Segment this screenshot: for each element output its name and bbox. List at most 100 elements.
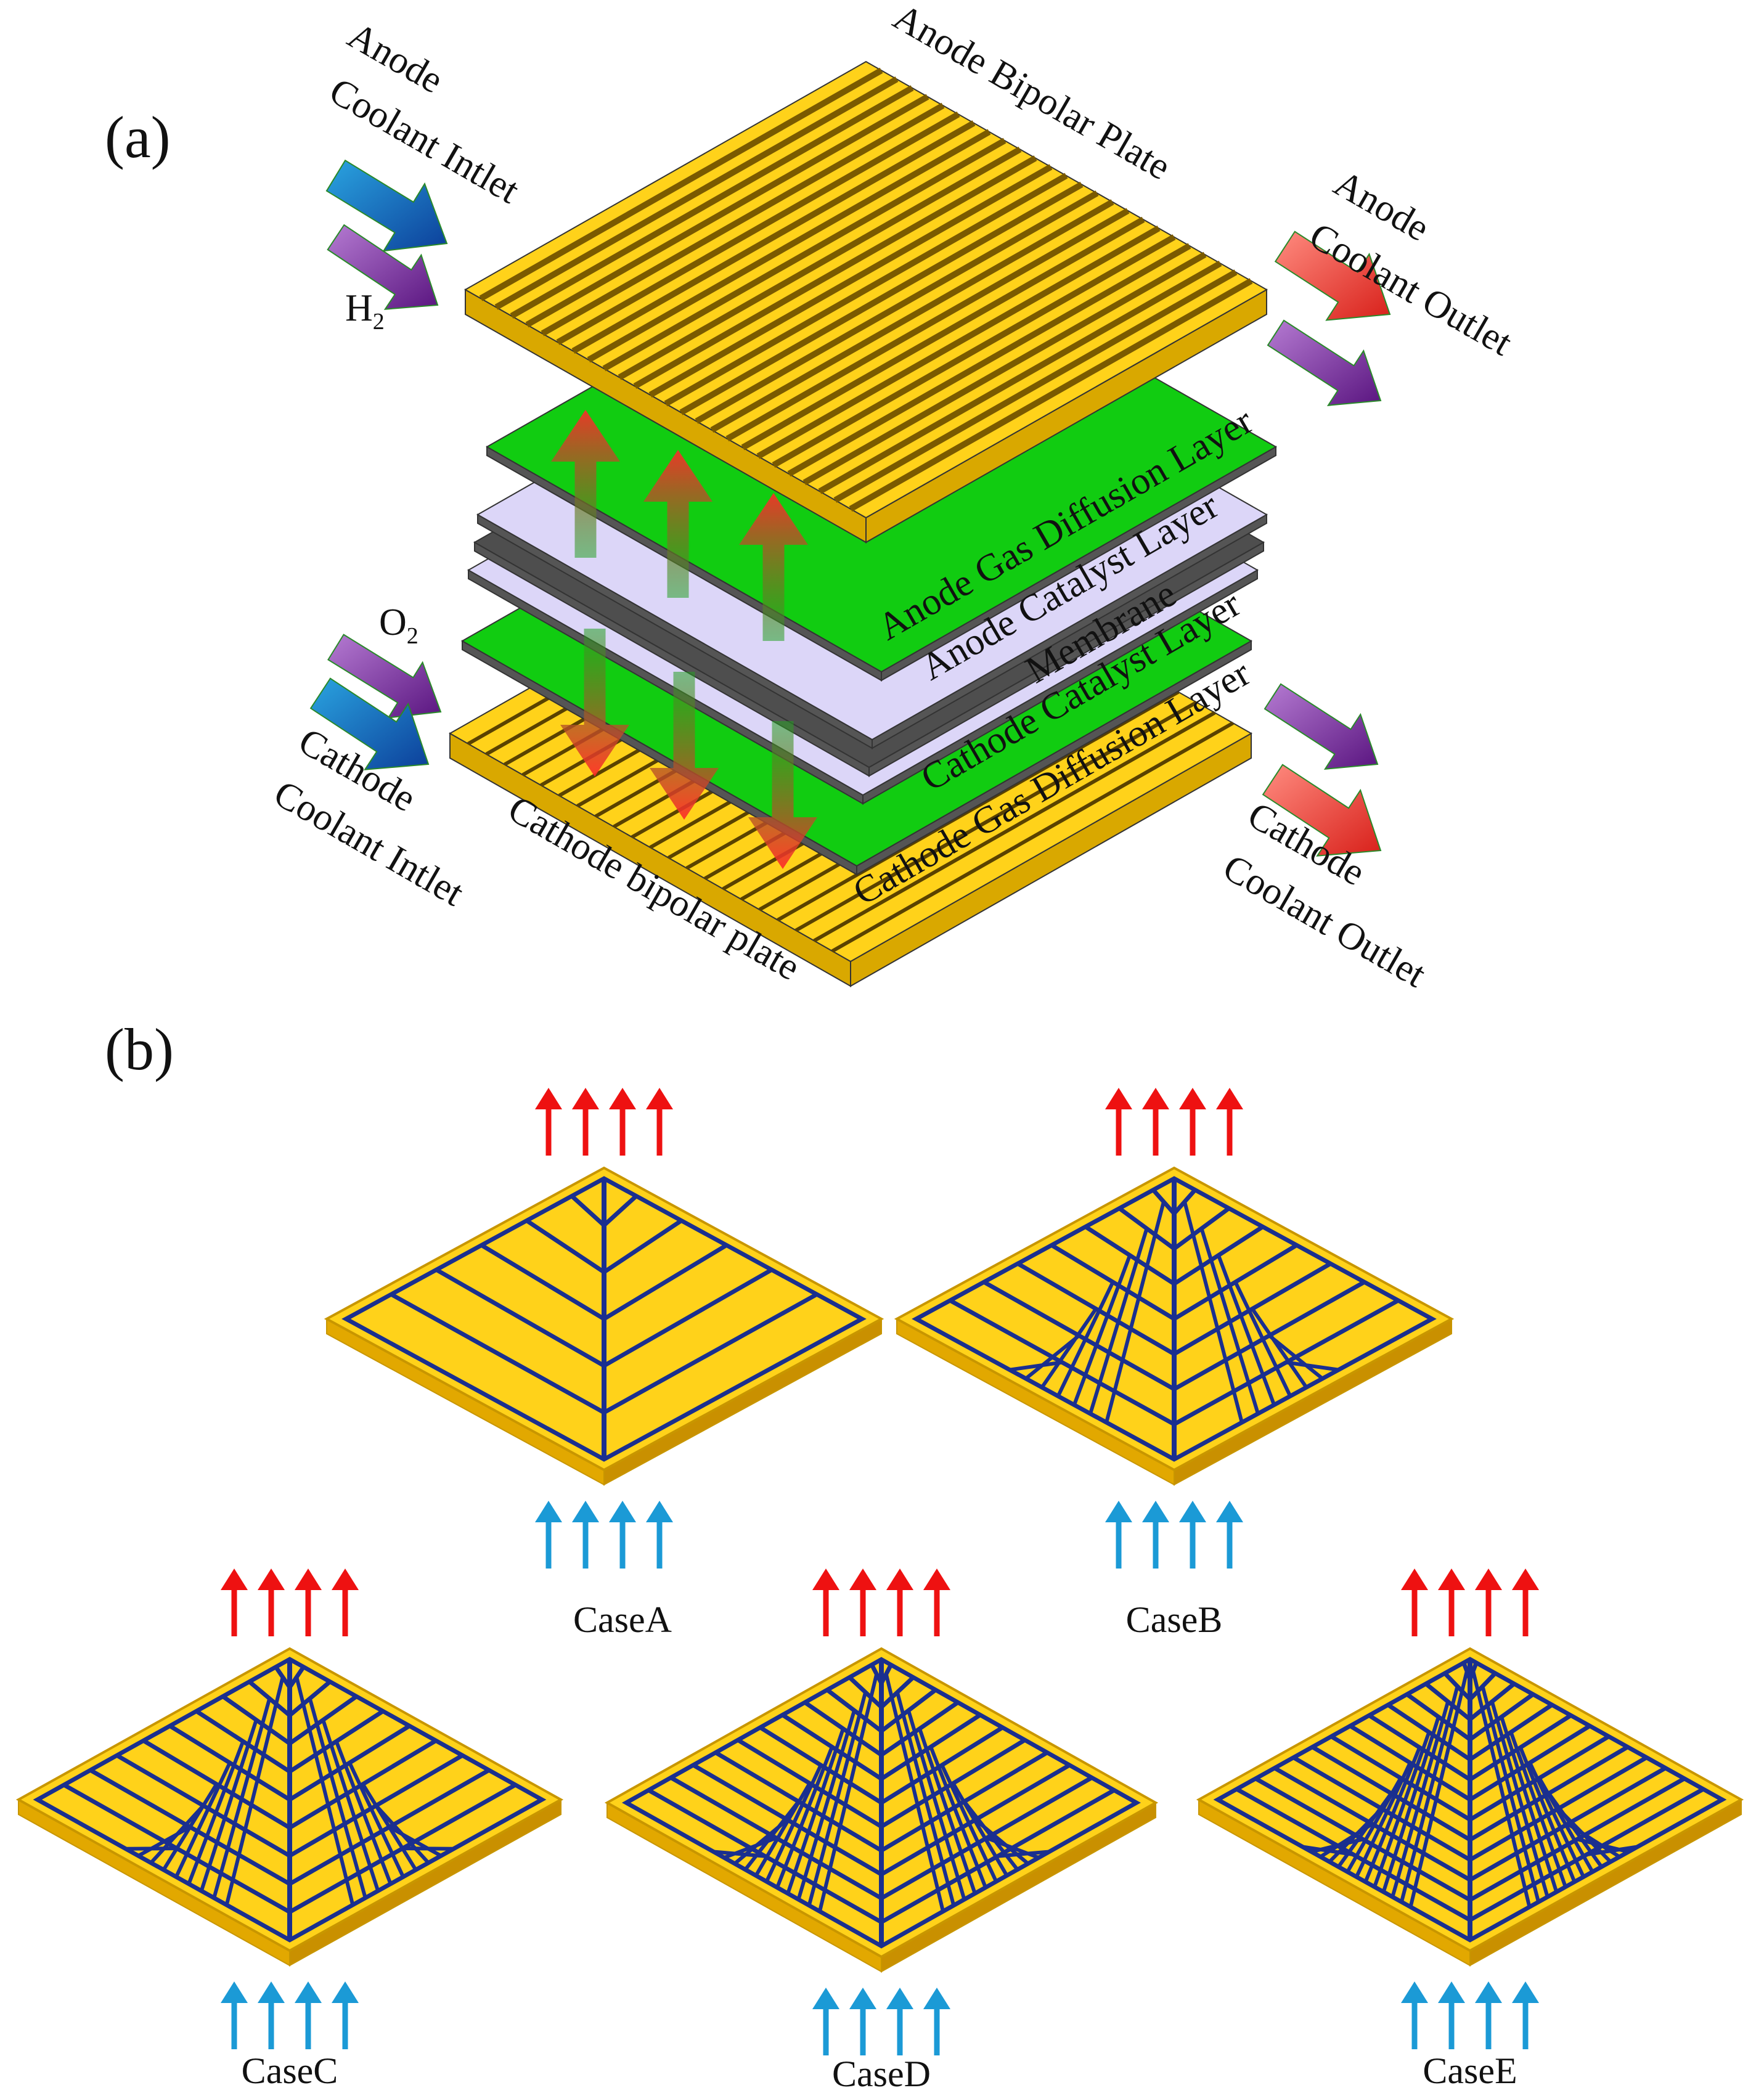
inlet-arrow-head xyxy=(1216,1501,1243,1522)
case-channel-subbranch xyxy=(963,1800,1019,1871)
cathode-coolant-outlet-arrow xyxy=(1262,764,1382,857)
case-channel-subbranch xyxy=(1373,1731,1431,1888)
case-channel-subbranch xyxy=(1251,1307,1308,1389)
anode-plate-channel xyxy=(679,181,1084,415)
case-channel-subbranch xyxy=(1024,1334,1080,1381)
anode-plate-channel xyxy=(787,243,1191,477)
anode-plate-channel xyxy=(802,251,1207,486)
inlet-arrow-head xyxy=(646,1501,673,1522)
anode-coolant-inlet-arrow xyxy=(325,159,448,252)
case-channel-subbranch xyxy=(1528,1761,1585,1878)
case-channel-subbranch xyxy=(334,1740,393,1885)
case-casec xyxy=(15,1569,564,2049)
inlet-arrow-head xyxy=(1105,1501,1132,1522)
panel-a-label: (a) xyxy=(105,104,171,170)
case-channel-subbranch xyxy=(786,1728,845,1895)
outlet-arrow-head xyxy=(258,1569,285,1590)
case-channel-subbranch xyxy=(818,1673,879,1912)
anode-plate-channel xyxy=(725,208,1130,442)
case-channel-subbranch xyxy=(754,1782,812,1877)
inlet-arrow-head xyxy=(1401,1981,1428,2003)
anode-plate-channel xyxy=(664,173,1068,407)
case-channel-subbranch xyxy=(1233,1281,1292,1397)
inlet-arrow-head xyxy=(535,1501,562,1522)
case-channel-subbranch xyxy=(174,1761,232,1878)
anode-plate-channel xyxy=(695,190,1099,424)
outlet-arrow-head xyxy=(609,1088,636,1109)
anode-gas-outlet-arrow xyxy=(1267,319,1382,406)
anode-plate-channel xyxy=(587,129,991,363)
anode-plate-channel xyxy=(510,85,914,319)
outlet-arrow-head xyxy=(923,1569,950,1590)
case-channel-branch xyxy=(603,1218,683,1274)
case-channel-subbranch xyxy=(295,1676,355,1906)
case-channel-subbranch xyxy=(1355,1761,1412,1878)
heat-arrow-down xyxy=(748,721,817,869)
case-channel-branch xyxy=(603,1268,773,1368)
case-channel-branch xyxy=(1469,1713,1572,1782)
case-channel-subbranch xyxy=(348,1761,405,1878)
anode-plate-channel xyxy=(479,67,883,301)
inlet-arrow-head xyxy=(1142,1501,1169,1522)
case-channel-subbranch xyxy=(1105,1201,1166,1423)
inlet-arrow-head xyxy=(849,1988,876,2009)
inlet-arrow-head xyxy=(1475,1981,1502,2003)
case-channel-subbranch xyxy=(187,1740,245,1885)
case-channel-subbranch xyxy=(1537,1777,1595,1873)
case-caseb xyxy=(894,1088,1455,1569)
outlet-arrow-head xyxy=(1438,1569,1465,1590)
inlet-arrow-head xyxy=(221,1981,248,2003)
cathode-gas-outlet-arrow xyxy=(1264,683,1379,770)
case-channel-subbranch xyxy=(1040,1307,1098,1389)
inlet-arrow-head xyxy=(1179,1501,1206,1522)
case-channel-subbranch xyxy=(1286,1360,1339,1372)
anode-coolant-outlet-arrow xyxy=(1274,231,1391,321)
case-channel-branch xyxy=(390,1292,605,1414)
case-channel-branch xyxy=(603,1292,818,1414)
anode-plate-channel xyxy=(618,146,1022,380)
case-channel-branch xyxy=(570,1194,606,1227)
case-channel-subbranch xyxy=(1490,1701,1550,1898)
outlet-arrow-head xyxy=(295,1569,322,1590)
case-channel-branch xyxy=(880,1713,982,1781)
case-channel-branch xyxy=(1468,1662,1479,1680)
case-channel-subbranch xyxy=(308,1698,367,1899)
case-channel-subbranch xyxy=(1381,1716,1440,1893)
case-channel-subbranch xyxy=(895,1692,956,1906)
case-channel-branch xyxy=(1368,1713,1471,1782)
case-channel-subbranch xyxy=(743,1800,800,1871)
anode-plate-channel xyxy=(710,199,1114,433)
case-channel-subbranch xyxy=(1390,1701,1450,1898)
outlet-arrow-head xyxy=(812,1569,839,1590)
case-channel-subbranch xyxy=(1268,1334,1324,1381)
case-casee xyxy=(1196,1569,1744,2049)
panel-a-exploded-stack: (a) Anode Gas Diffusion Layer Anode Cata… xyxy=(105,0,1519,996)
panel-b-label: (b) xyxy=(105,1016,174,1082)
outlet-arrow-head xyxy=(1105,1088,1132,1109)
inlet-arrow-head xyxy=(572,1501,599,1522)
anode-plate-channel xyxy=(541,102,945,337)
case-channel-subbranch xyxy=(149,1804,205,1864)
outlet-arrow-head xyxy=(1475,1569,1502,1590)
case-channel-subbranch xyxy=(1199,1228,1260,1414)
heat-arrow-up xyxy=(551,410,620,558)
case-channel-branch xyxy=(288,1739,438,1830)
case-channel-subbranch xyxy=(1408,1670,1469,1907)
case-channel-subbranch xyxy=(1217,1254,1276,1406)
case-channel-subbranch xyxy=(907,1710,966,1900)
heat-arrow-up xyxy=(739,493,808,641)
cathode-plate-channel xyxy=(813,711,1216,942)
anode-plate-channel xyxy=(741,216,1145,451)
case-channel-branch xyxy=(880,1725,1004,1805)
case-c-label: CaseC xyxy=(242,2050,338,2091)
case-channel-branch xyxy=(435,1268,605,1368)
case-channel-branch xyxy=(602,1194,638,1227)
case-channel-subbranch xyxy=(321,1719,380,1892)
outlet-arrow-head xyxy=(332,1569,359,1590)
anode-bipolar-plate xyxy=(463,60,1268,544)
outlet-arrow-head xyxy=(1512,1569,1539,1590)
case-channel-branch xyxy=(525,1218,605,1274)
inlet-arrow-head xyxy=(1512,1981,1539,2003)
o2-label: O2 xyxy=(379,602,419,649)
